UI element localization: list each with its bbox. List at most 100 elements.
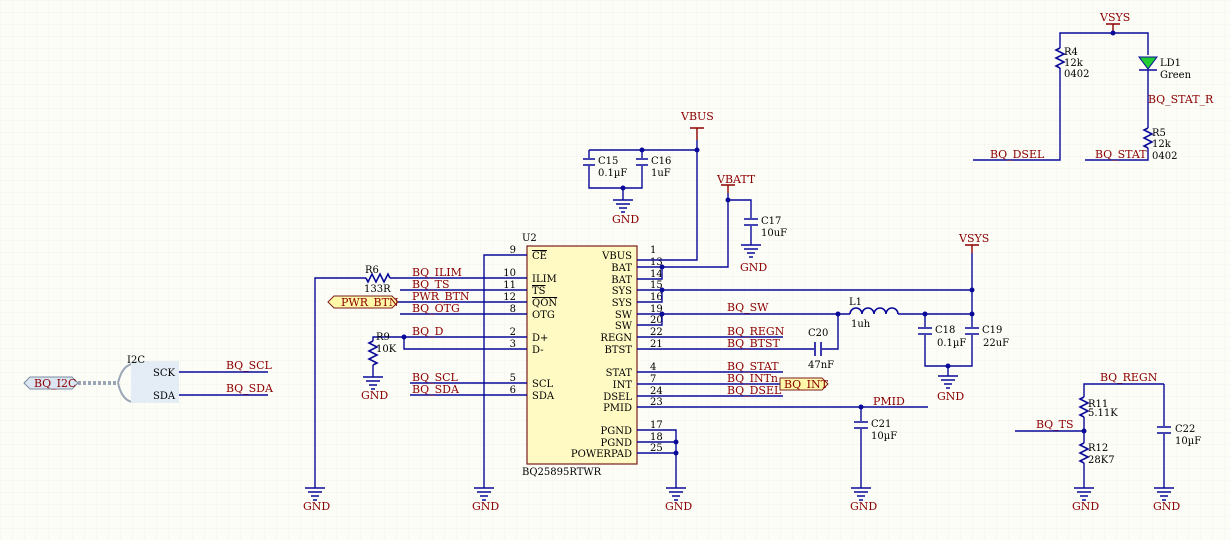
i2c-harness[interactable]: BQ_I2C I2C SCK SDA BQ_SCL BQ_SDA bbox=[23, 355, 274, 403]
output-caps[interactable]: C18 0.1µF C19 22uF GND bbox=[918, 311, 1009, 404]
inductor-l1[interactable]: L1 1uh bbox=[849, 297, 972, 330]
r4-value: 12k bbox=[1064, 58, 1084, 69]
pin-number: 5 bbox=[510, 373, 516, 384]
pin-number: 13 bbox=[650, 257, 663, 268]
pin-name: BAT bbox=[611, 263, 632, 274]
r12-designator: R12 bbox=[1088, 443, 1108, 454]
pin-name: OTG bbox=[532, 310, 555, 321]
gnd-symbol-c22 bbox=[1154, 487, 1174, 501]
c16-value: 1uF bbox=[651, 168, 671, 179]
gnd-label-pgnd: GND bbox=[665, 500, 692, 513]
pin-number: 23 bbox=[650, 397, 663, 408]
r6-designator: R6 bbox=[365, 265, 379, 276]
pwr-btn-port[interactable]: PWR_BTN bbox=[341, 296, 399, 309]
bq-scl-label-harness: BQ_SCL bbox=[226, 359, 273, 372]
bq-sda-label-harness: BQ_SDA bbox=[226, 382, 274, 395]
pin-name: BAT bbox=[611, 275, 632, 286]
c22-designator: C22 bbox=[1175, 424, 1195, 435]
pin-number: 10 bbox=[503, 268, 516, 279]
i2c-entry-sda: SDA bbox=[153, 391, 176, 402]
pin-name: SCL bbox=[532, 379, 554, 390]
c17-designator: C17 bbox=[761, 216, 781, 227]
r4-package: 0402 bbox=[1064, 69, 1089, 80]
pin-number: 8 bbox=[510, 304, 516, 315]
vbatt-decoupling[interactable]: VBATT C17 10uF GND bbox=[637, 173, 787, 280]
c18-designator: C18 bbox=[935, 325, 955, 336]
left-signal-nets[interactable]: GND R6 133R BQ_ILIM GND BQ_TS PWR_BTN PW… bbox=[303, 254, 527, 513]
gnd-label-output: GND bbox=[937, 390, 964, 403]
gnd-label-c17: GND bbox=[740, 261, 767, 274]
pin-name: ILIM bbox=[532, 274, 557, 285]
pin-number: 18 bbox=[650, 432, 663, 443]
gnd-symbol-r12 bbox=[1074, 487, 1094, 501]
gnd-symbol-ce bbox=[474, 487, 494, 501]
right-signal-nets[interactable]: BQ_REGN BQ_STAT BQ_INTn BQ_INT BQ_DSEL P… bbox=[637, 325, 928, 513]
pin-name: POWERPAD bbox=[571, 449, 632, 460]
pin-number: 21 bbox=[650, 339, 663, 350]
pin-number: 20 bbox=[650, 315, 663, 326]
pin-name: REGN bbox=[600, 333, 632, 344]
r6-value: 133R bbox=[364, 284, 391, 295]
c21-value: 10µF bbox=[871, 431, 897, 442]
pin-number: 15 bbox=[650, 280, 663, 291]
pin-name: STAT bbox=[606, 368, 633, 379]
vbus-port: VBUS bbox=[680, 110, 714, 123]
ic-designator: U2 bbox=[522, 233, 537, 244]
pin-number: 14 bbox=[650, 269, 663, 280]
pin-number: 1 bbox=[650, 245, 656, 256]
pin-name: QON bbox=[532, 298, 557, 309]
gnd-label-c21: GND bbox=[850, 500, 877, 513]
ld1-designator: LD1 bbox=[1160, 58, 1181, 69]
gnd-label-r12: GND bbox=[1072, 500, 1099, 513]
sw-node[interactable]: BQ_SW C20 47nF BQ_BTST bbox=[637, 301, 850, 371]
gnd-label-c15: GND bbox=[612, 213, 639, 226]
pin-name: DSEL bbox=[603, 392, 632, 403]
pin-name: TS bbox=[532, 286, 546, 297]
pin-number: 2 bbox=[510, 327, 516, 338]
bq-i2c-port[interactable]: BQ_I2C bbox=[34, 377, 76, 390]
pin-number: 7 bbox=[650, 374, 656, 385]
bq-ts-label-left: BQ_TS bbox=[412, 278, 449, 291]
pgnd-net[interactable]: GND bbox=[637, 429, 692, 513]
pmid-label: PMID bbox=[873, 395, 905, 408]
bq-stat-label: BQ_STAT bbox=[727, 360, 779, 373]
ts-divider[interactable]: BQ_REGN R11 5.11K BQ_TS R12 28K7 GND C22… bbox=[1015, 371, 1201, 513]
bq-scl-label-left: BQ_SCL bbox=[412, 371, 459, 384]
bq-otg-label: BQ_OTG bbox=[412, 302, 460, 315]
bq-int-port[interactable]: BQ_INT bbox=[784, 378, 829, 391]
pin-number: 24 bbox=[650, 386, 663, 397]
c22-value: 10µF bbox=[1175, 436, 1201, 447]
pin-name: SYS bbox=[612, 298, 632, 309]
vbus-decoupling[interactable]: C15 0.1µF C16 1uF GND VBUS bbox=[583, 110, 714, 261]
pin-number: 6 bbox=[510, 385, 516, 396]
ic-part-number: BQ25895RTWR bbox=[522, 467, 602, 478]
c21-designator: C21 bbox=[871, 419, 891, 430]
stat-led-circuit[interactable]: VSYS R4 12k 0402 BQ_DSEL LD1 Green BQ_ST… bbox=[973, 11, 1214, 162]
r5-designator: R5 bbox=[1152, 128, 1166, 139]
vsys-rail[interactable]: VSYS bbox=[637, 232, 989, 315]
pin-name: BTST bbox=[604, 345, 632, 356]
r9-value: 10K bbox=[376, 344, 397, 355]
pin-name: SW bbox=[615, 310, 633, 321]
ic-u2[interactable]: U2 BQ25895RTWR 9CE10ILIM11TS12QON8OTG2D+… bbox=[503, 233, 662, 478]
bq-ilim-label: BQ_ILIM bbox=[412, 266, 462, 279]
ld1-value: Green bbox=[1160, 70, 1192, 81]
c15-value: 0.1µF bbox=[598, 168, 627, 179]
pin-name: INT bbox=[613, 380, 633, 391]
bq-sda-label-left: BQ_SDA bbox=[412, 383, 460, 396]
gnd-symbol-c21 bbox=[851, 487, 871, 501]
r12-value: 28K7 bbox=[1088, 455, 1115, 466]
bq-btst-label: BQ_BTST bbox=[727, 337, 781, 350]
c16-designator: C16 bbox=[651, 156, 671, 167]
pin-name: PMID bbox=[603, 403, 632, 414]
gnd-symbol-r9 bbox=[363, 376, 383, 390]
vbatt-port: VBATT bbox=[716, 173, 756, 186]
pin-number: 25 bbox=[650, 443, 663, 454]
r5-value: 12k bbox=[1152, 139, 1172, 150]
ic-right-pins: VBUS1BAT13BAT14SYS15SYS16SW19SW20REGN22B… bbox=[571, 245, 663, 460]
c15-designator: C15 bbox=[598, 156, 618, 167]
pin-number: 3 bbox=[510, 339, 516, 350]
r11-value: 5.11K bbox=[1088, 408, 1118, 419]
